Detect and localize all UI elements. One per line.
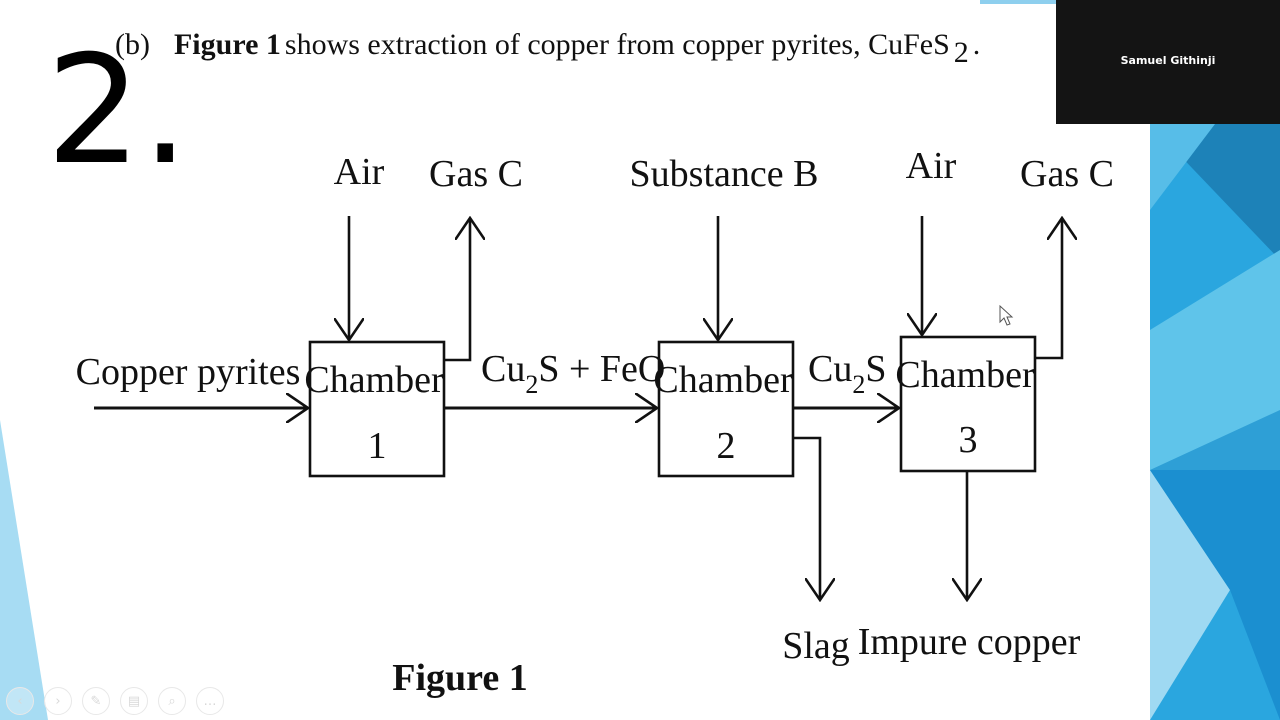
chamber-1-label: Chamber xyxy=(304,359,444,401)
product-2-rest: S xyxy=(865,348,886,390)
arrow-slag-out xyxy=(793,436,820,600)
mouse-cursor-icon xyxy=(999,304,1014,326)
label-air-2: Air xyxy=(906,145,957,187)
product-2-sub: 2 xyxy=(852,370,865,399)
see-all-slides-button[interactable]: ▤ xyxy=(120,687,148,715)
arrow-gas-c-out-2 xyxy=(1035,218,1062,360)
chamber-3-box xyxy=(899,335,1037,473)
slide-decoration-left xyxy=(0,420,48,720)
question-text: (b) Figure 1 shows extraction of copper … xyxy=(115,28,980,69)
presentation-toolbar: ‹ › ✎ ▤ ⌕ … xyxy=(6,687,224,715)
product-1-cu: Cu xyxy=(481,348,525,390)
label-impure-copper: Impure copper xyxy=(858,621,1081,663)
chamber-2-label: Chamber xyxy=(653,359,793,401)
label-copper-pyrites: Copper pyrites xyxy=(76,351,301,393)
chamber-3-label: Chamber xyxy=(895,354,1035,396)
zoom-icon: ⌕ xyxy=(168,693,176,709)
product-1-sub: 2 xyxy=(525,370,538,399)
label-air-1: Air xyxy=(334,151,385,193)
chamber-2-number: 2 xyxy=(717,425,736,467)
label-product-1: Cu2S + FeO xyxy=(481,348,665,399)
product-2-cu: Cu xyxy=(808,348,852,390)
slides-icon: ▤ xyxy=(127,693,141,709)
prev-icon: ‹ xyxy=(17,693,23,709)
handwritten-number: 2. xyxy=(46,24,189,198)
label-substance-b: Substance B xyxy=(630,153,819,195)
arrow-gas-c-out-1 xyxy=(444,218,470,362)
product-1-rest: S + FeO xyxy=(538,348,665,390)
question-formula-subscript: 2 xyxy=(954,36,969,69)
question-body: shows extraction of copper from copper p… xyxy=(285,28,950,61)
chamber-2-box xyxy=(657,340,795,478)
next-slide-button[interactable]: › xyxy=(44,687,72,715)
label-gas-c-1: Gas C xyxy=(429,153,523,195)
participant-name: Samuel Githinji xyxy=(1120,53,1216,67)
pen-icon: ✎ xyxy=(90,693,102,709)
question-end: . xyxy=(973,28,981,61)
chamber-1-number: 1 xyxy=(368,425,387,467)
question-figure-ref: Figure 1 xyxy=(174,28,281,61)
next-icon: › xyxy=(55,693,61,709)
zoom-button[interactable]: ⌕ xyxy=(158,687,186,715)
prev-slide-button[interactable]: ‹ xyxy=(6,687,34,715)
pen-tool-button[interactable]: ✎ xyxy=(82,687,110,715)
question-prefix: (b) xyxy=(115,28,150,61)
more-options-button[interactable]: … xyxy=(196,687,224,715)
label-slag: Slag xyxy=(782,625,850,667)
more-icon: … xyxy=(203,693,217,709)
label-product-2: Cu2S xyxy=(808,348,887,399)
figure-caption: Figure 1 xyxy=(392,657,527,699)
chamber-3-number: 3 xyxy=(959,419,978,461)
label-gas-c-2: Gas C xyxy=(1020,153,1114,195)
video-participant-tile[interactable]: Samuel Githinji xyxy=(1056,0,1280,124)
